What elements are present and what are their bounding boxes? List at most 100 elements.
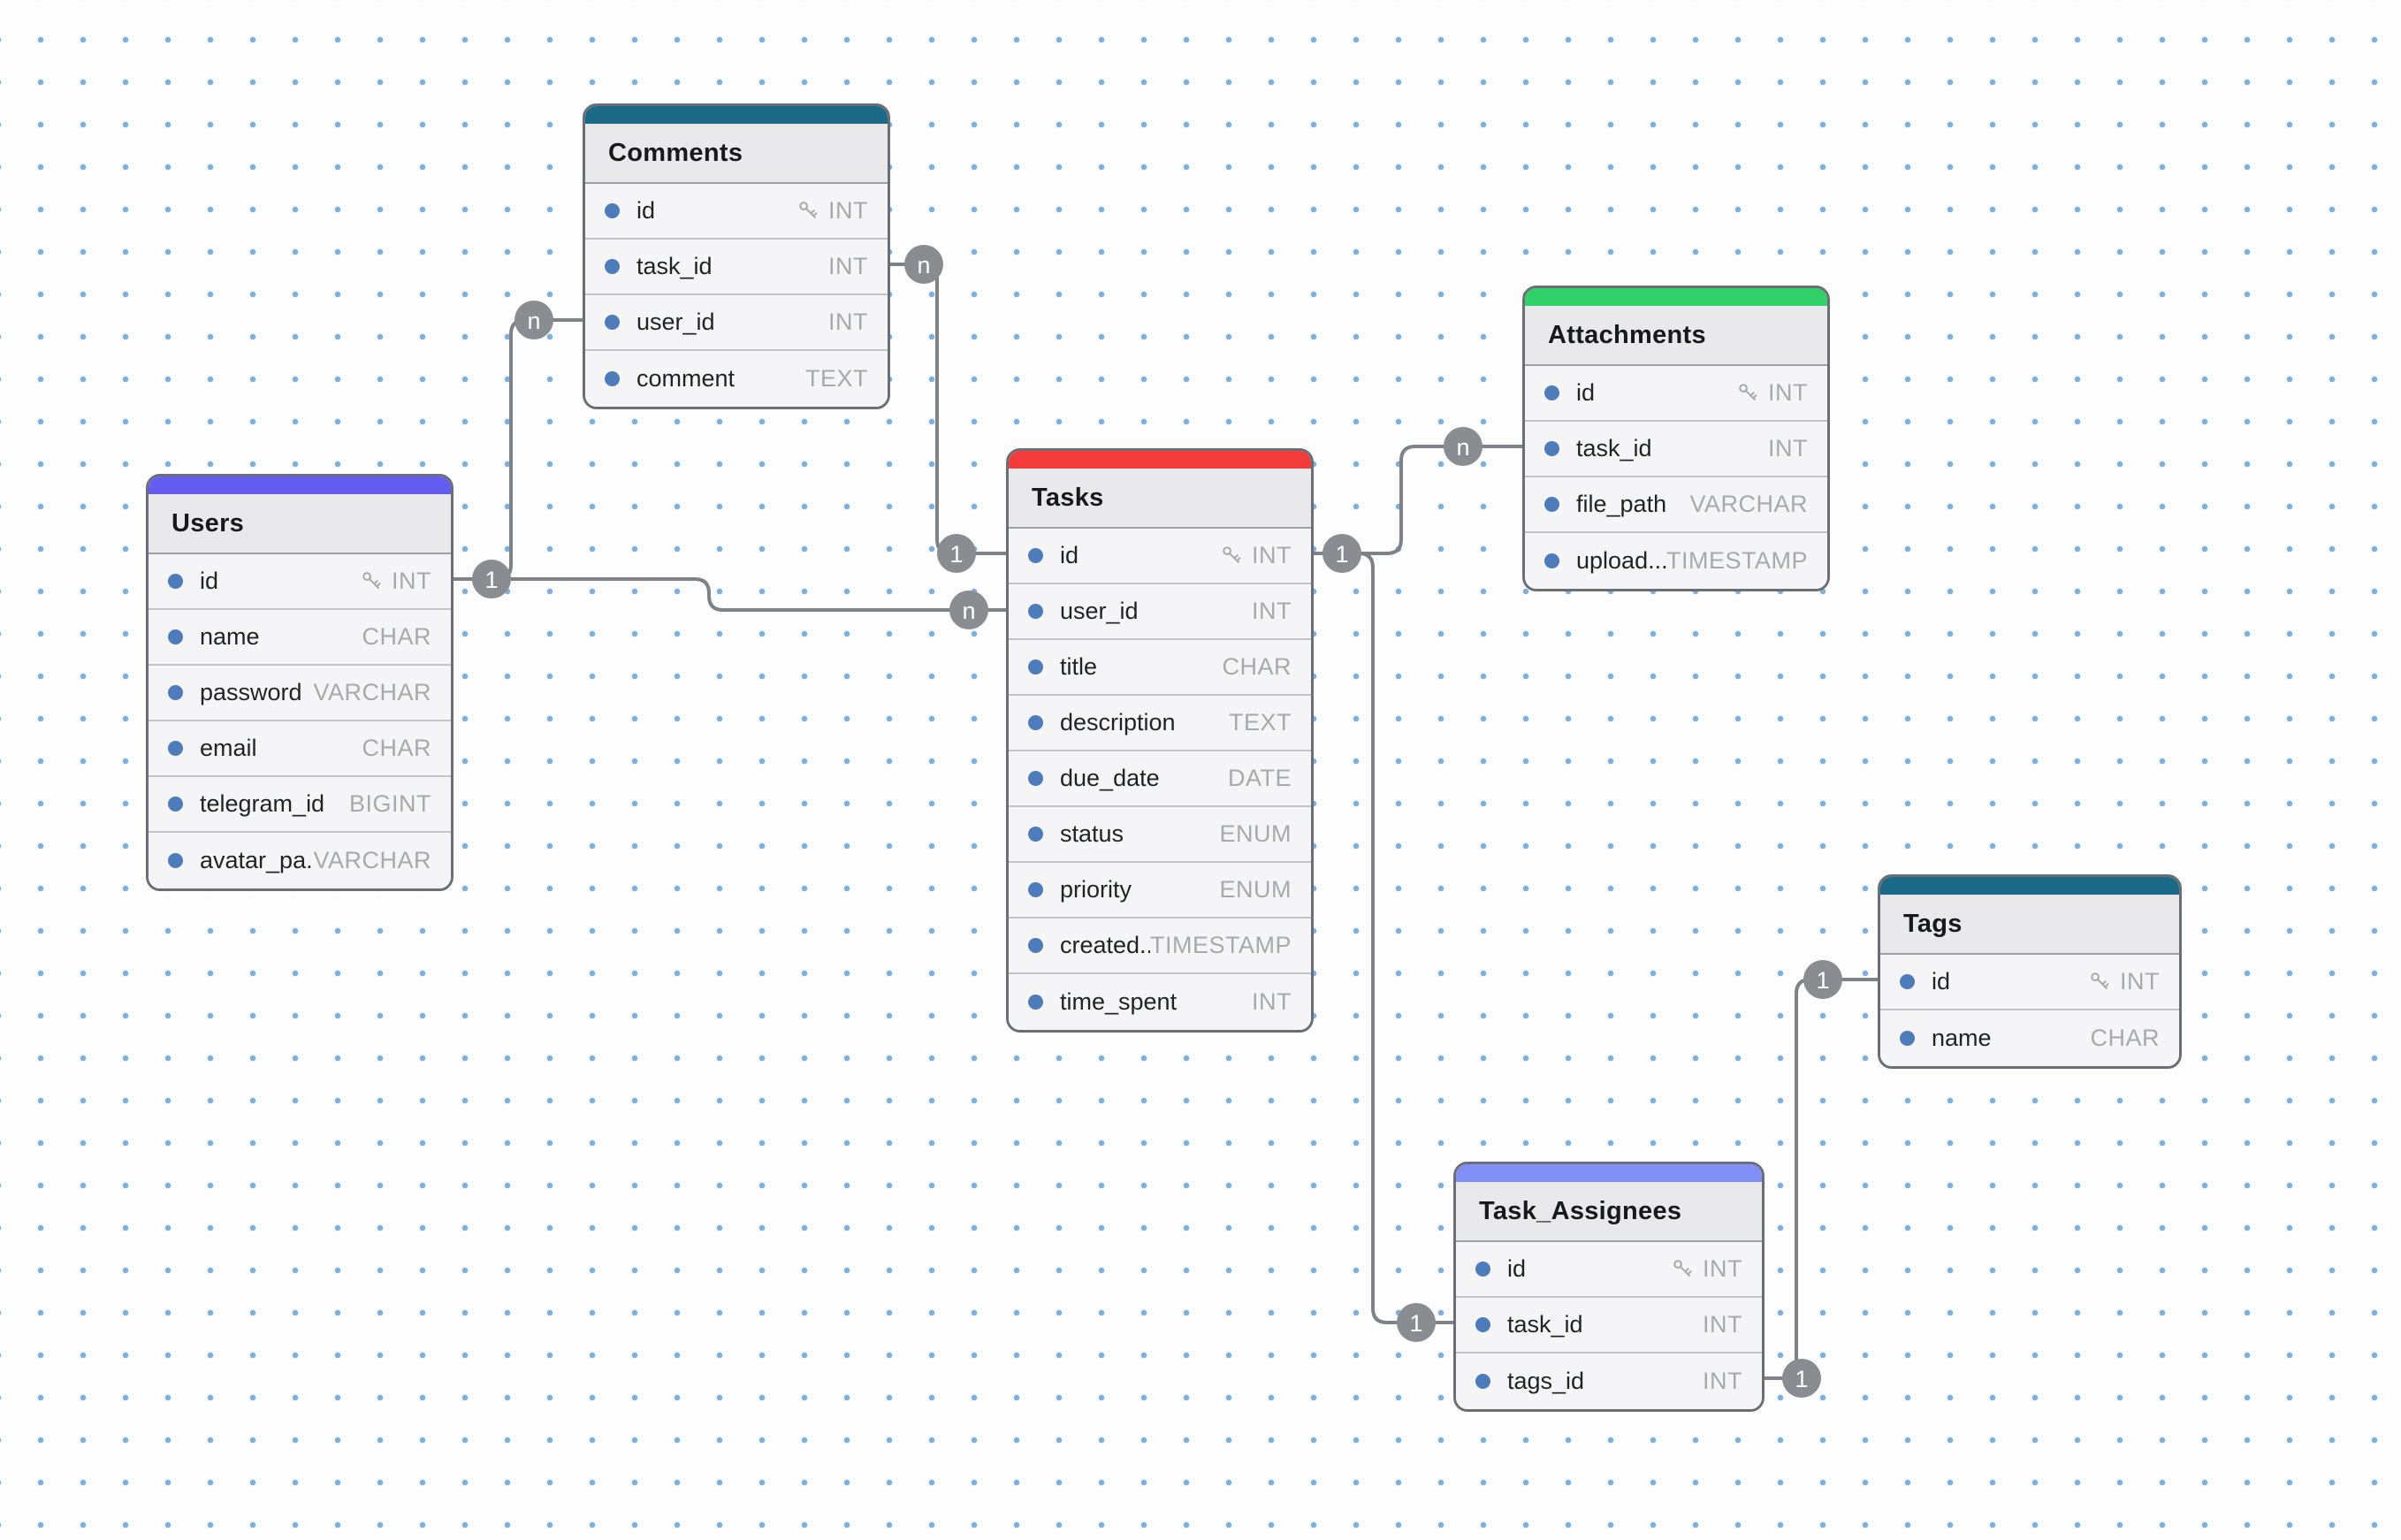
field-type: INT <box>1252 598 1292 624</box>
field-row[interactable]: id INT <box>1525 366 1827 422</box>
field-dot-icon <box>1544 553 1559 568</box>
table-header[interactable]: Task_Assignees <box>1456 1182 1762 1242</box>
field-type: CHAR <box>362 735 431 761</box>
table-header[interactable]: Attachments <box>1525 306 1827 366</box>
field-dot-icon <box>1544 497 1559 512</box>
field-row[interactable]: email CHAR <box>149 721 451 777</box>
cardinality-badge: 1 <box>1782 1359 1821 1398</box>
field-type: VARCHAR <box>1689 491 1808 517</box>
field-dot-icon <box>1028 995 1043 1010</box>
table-title: Task_Assignees <box>1479 1196 1682 1225</box>
field-name: email <box>200 735 257 761</box>
table-tasks[interactable]: Tasks id INT user_id INT title CHAR desc… <box>1006 448 1314 1033</box>
table-header[interactable]: Tags <box>1880 895 2179 955</box>
relationship-tasks-comments-line[interactable] <box>890 263 1006 555</box>
field-type: TIMESTAMP <box>1665 547 1808 574</box>
field-name: description <box>1060 709 1176 736</box>
svg-text:n: n <box>917 252 930 278</box>
field-row[interactable]: priority ENUM <box>1009 863 1311 919</box>
field-dot-icon <box>1028 715 1043 730</box>
relationship-tags-taskassignees-line[interactable] <box>1765 978 1878 1380</box>
primary-key-icon <box>362 572 381 589</box>
field-dot-icon <box>1028 659 1043 675</box>
field-row[interactable]: tags_id INT <box>1456 1353 1762 1409</box>
field-name: name <box>1932 1025 1992 1051</box>
field-dot-icon <box>1900 1031 1915 1046</box>
table-accent-bar <box>1525 288 1827 306</box>
field-row[interactable]: password VARCHAR <box>149 666 451 721</box>
relationship-users-comments-line[interactable] <box>454 318 583 581</box>
field-row[interactable]: file_path VARCHAR <box>1525 477 1827 533</box>
field-name: id <box>1060 542 1079 568</box>
field-row[interactable]: time_spent INT <box>1009 974 1311 1030</box>
table-header[interactable]: Tasks <box>1009 469 1311 529</box>
field-dot-icon <box>1028 604 1043 619</box>
field-dot-icon <box>1544 441 1559 456</box>
field-name: time_spent <box>1060 988 1178 1015</box>
field-row[interactable]: avatar_pa... VARCHAR <box>149 833 451 888</box>
table-header[interactable]: Users <box>149 494 451 554</box>
table-attachments[interactable]: Attachments id INT task_id INT file_path… <box>1522 286 1830 591</box>
field-type: TEXT <box>804 365 868 392</box>
field-dot-icon <box>1475 1262 1490 1277</box>
field-name: comment <box>636 365 736 392</box>
field-row[interactable]: name CHAR <box>149 610 451 666</box>
field-dot-icon <box>168 574 183 589</box>
field-row[interactable]: status ENUM <box>1009 807 1311 863</box>
field-row[interactable]: id INT <box>1009 529 1311 584</box>
table-tags[interactable]: Tags id INT name CHAR <box>1878 874 2182 1069</box>
field-row[interactable]: upload... TIMESTAMP <box>1525 533 1827 589</box>
field-row[interactable]: id INT <box>149 554 451 610</box>
relationship-tasks-attachments-line[interactable] <box>1314 445 1522 555</box>
table-title: Attachments <box>1548 320 1706 349</box>
field-type: CHAR <box>2090 1025 2160 1051</box>
svg-text:n: n <box>527 308 540 334</box>
field-row[interactable]: title CHAR <box>1009 640 1311 696</box>
field-name: tags_id <box>1507 1368 1585 1394</box>
field-row[interactable]: due_date DATE <box>1009 751 1311 807</box>
field-row[interactable]: user_id INT <box>585 295 888 351</box>
field-row[interactable]: id INT <box>585 184 888 240</box>
field-row[interactable]: created... TIMESTAMP <box>1009 919 1311 974</box>
field-type: INT <box>1736 379 1808 407</box>
field-dot-icon <box>1475 1317 1490 1332</box>
field-type: ENUM <box>1219 876 1292 903</box>
table-header[interactable]: Comments <box>585 124 888 184</box>
cardinality-badge: 1 <box>1322 534 1361 573</box>
field-type: DATE <box>1227 765 1292 791</box>
field-name: telegram_id <box>200 790 325 817</box>
svg-text:n: n <box>962 598 975 624</box>
field-name: title <box>1060 653 1098 680</box>
field-dot-icon <box>605 203 620 218</box>
field-name: file_path <box>1576 491 1667 517</box>
table-task-assignees[interactable]: Task_Assignees id INT task_id INT tags_i… <box>1453 1162 1765 1412</box>
field-type: ENUM <box>1219 820 1292 847</box>
field-dot-icon <box>168 741 183 756</box>
field-name: avatar_pa... <box>200 847 314 873</box>
field-name: id <box>636 197 656 224</box>
field-type: VARCHAR <box>313 847 431 873</box>
field-row[interactable]: user_id INT <box>1009 584 1311 640</box>
primary-key-icon <box>1673 1260 1692 1277</box>
field-type: INT <box>1671 1255 1742 1283</box>
field-dot-icon <box>168 853 183 868</box>
field-row[interactable]: comment TEXT <box>585 351 888 407</box>
field-name: status <box>1060 820 1124 847</box>
field-row[interactable]: task_id INT <box>1456 1298 1762 1353</box>
table-comments[interactable]: Comments id INT task_id INT user_id INT … <box>583 103 890 409</box>
field-row[interactable]: id INT <box>1880 955 2179 1010</box>
field-name: due_date <box>1060 765 1160 791</box>
table-users[interactable]: Users id INT name CHAR password VARCHAR … <box>146 474 454 891</box>
field-row[interactable]: name CHAR <box>1880 1010 2179 1066</box>
field-type: INT <box>360 568 431 595</box>
field-row[interactable]: id INT <box>1456 1242 1762 1298</box>
relationship-tasks-taskassignees-line[interactable] <box>1314 552 1453 1324</box>
field-row[interactable]: task_id INT <box>585 240 888 295</box>
field-row[interactable]: task_id INT <box>1525 422 1827 477</box>
field-row[interactable]: telegram_id BIGINT <box>149 777 451 833</box>
svg-text:1: 1 <box>1335 541 1348 568</box>
relationship-users-tasks-line[interactable] <box>454 577 1006 612</box>
field-row[interactable]: description TEXT <box>1009 696 1311 751</box>
